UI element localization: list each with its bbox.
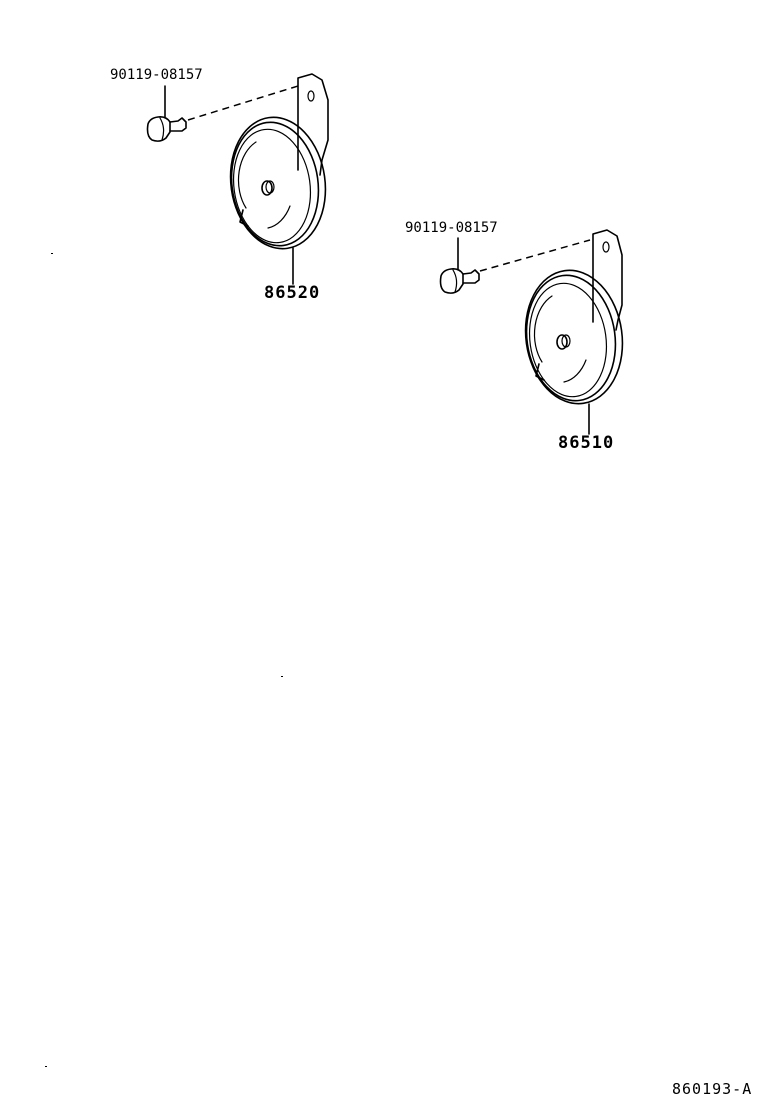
bolt-2-drawing[interactable] [439, 237, 480, 294]
horn-part-number-label-86510[interactable]: 86510 [558, 433, 615, 453]
horn-86510-drawing[interactable] [479, 229, 631, 435]
horn-86520-drawing[interactable] [187, 73, 334, 285]
bolt-part-number-label-2[interactable]: 90119-08157 [405, 220, 498, 236]
bolt-part-number-label-1[interactable]: 90119-08157 [110, 67, 203, 83]
scan-artifact-dot [281, 676, 283, 677]
horn-part-number-label-86520[interactable]: 86520 [264, 283, 321, 303]
diagram-reference-code: 860193-A [672, 1080, 753, 1098]
scan-artifact-dot [51, 253, 53, 254]
scan-artifact-dot [45, 1066, 47, 1067]
bolt-1-drawing[interactable] [146, 85, 187, 142]
